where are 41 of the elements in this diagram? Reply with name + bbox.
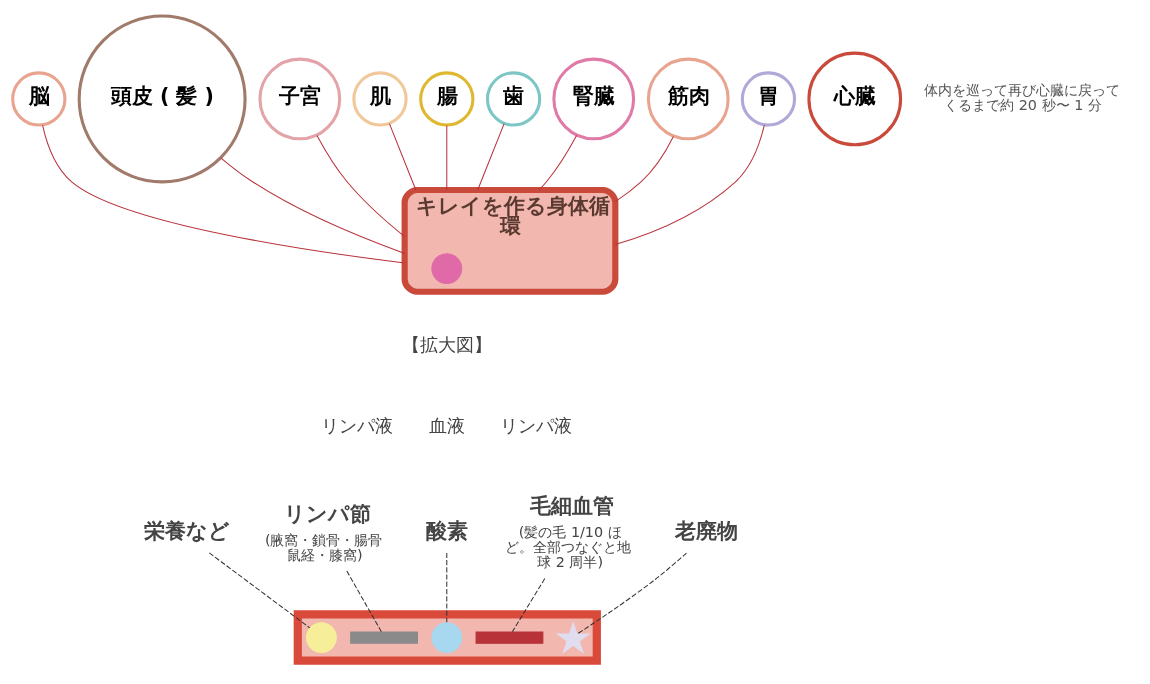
connector — [220, 156, 406, 254]
node-text: 老廃物 — [674, 518, 738, 543]
node-circle: 肌 — [352, 70, 408, 127]
connector — [477, 122, 505, 191]
node-circle — [431, 252, 463, 284]
node-text: 毛細血管 (髪の毛 1/10 ほど。全部つなぐと地球 2 周半) — [505, 493, 632, 570]
cluster — [293, 609, 601, 665]
connector — [42, 124, 406, 263]
node-circle: 脳 — [11, 70, 67, 127]
connector — [208, 551, 311, 628]
node-circle — [306, 621, 337, 653]
connector — [446, 124, 448, 191]
node-circle: 筋肉 — [646, 57, 730, 140]
node-circle: 胃 — [740, 70, 797, 127]
label: 血液 — [428, 414, 465, 436]
connector — [388, 122, 417, 191]
node-text: 栄養など — [143, 518, 230, 543]
connector — [614, 135, 674, 202]
node-circle: 心臓 — [807, 51, 903, 146]
label: リンパ液 — [321, 414, 394, 436]
node-bar — [475, 630, 544, 644]
connector — [316, 134, 406, 237]
node-text: 酸素 — [426, 518, 469, 543]
node-circle: 頭皮 ( 髪 ) — [77, 13, 247, 183]
node-label: 体内を巡って再び心臓に戻ってくるまで約 20 秒〜 1 分 — [923, 81, 1120, 113]
node-circle — [431, 621, 463, 653]
node-bar — [350, 630, 418, 644]
connector — [511, 577, 546, 632]
node-circle: 腎臓 — [552, 57, 636, 140]
connector — [538, 134, 578, 191]
connector — [614, 124, 765, 245]
node-circle: 腸 — [419, 70, 475, 127]
label: リンパ液 — [500, 414, 573, 436]
connector — [576, 552, 687, 634]
label: 【拡大図】 — [401, 333, 492, 355]
node-star — [555, 620, 591, 654]
node-text: リンパ節 (腋窩・鎖骨・腸骨鼠経・膝窩) — [264, 501, 383, 563]
connector — [446, 551, 448, 623]
cluster: キレイを作る身体循環 — [401, 186, 619, 295]
node-circle: 子宮 — [258, 57, 342, 140]
node-circle: 歯 — [485, 70, 542, 127]
